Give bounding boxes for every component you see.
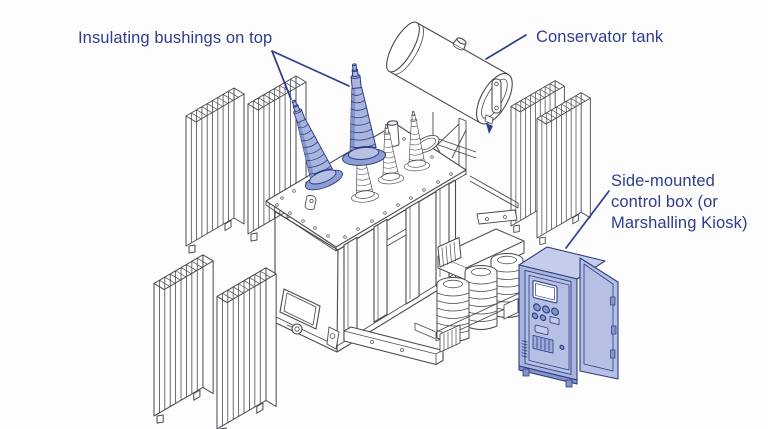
vent-louver-icon bbox=[521, 340, 528, 358]
terminal-block bbox=[532, 334, 554, 354]
radiator-bank-right-rear bbox=[510, 80, 591, 245]
radiator-bank-left-front bbox=[153, 254, 277, 429]
leader-control-box bbox=[565, 190, 610, 249]
door-hinge bbox=[610, 349, 616, 359]
drip-icon bbox=[486, 123, 493, 134]
radiator-bank-left-rear bbox=[185, 75, 307, 254]
panel-button bbox=[539, 314, 547, 322]
door-hinge bbox=[611, 325, 617, 335]
control-box bbox=[518, 246, 619, 388]
conservator-label: Conservator tank bbox=[536, 28, 664, 46]
leader-bushing-right bbox=[271, 50, 350, 87]
panel-knob bbox=[542, 305, 550, 314]
leader-lines bbox=[271, 34, 610, 249]
panel-latch bbox=[559, 344, 565, 350]
panel-display bbox=[532, 280, 558, 304]
conservator-tank bbox=[386, 21, 513, 175]
core-and-windings bbox=[435, 228, 525, 353]
bushings-label: Insulating bushings on top bbox=[78, 29, 273, 47]
panel-button bbox=[531, 312, 539, 320]
leader-conservator bbox=[485, 34, 527, 60]
leader-bushing-left bbox=[271, 50, 292, 100]
panel-knob bbox=[551, 307, 559, 316]
door-hinge bbox=[610, 296, 616, 306]
panel-knob bbox=[533, 303, 541, 312]
control-box-label: Side-mounted control box (or Marshalling… bbox=[611, 172, 748, 232]
panel-switch bbox=[534, 324, 549, 336]
